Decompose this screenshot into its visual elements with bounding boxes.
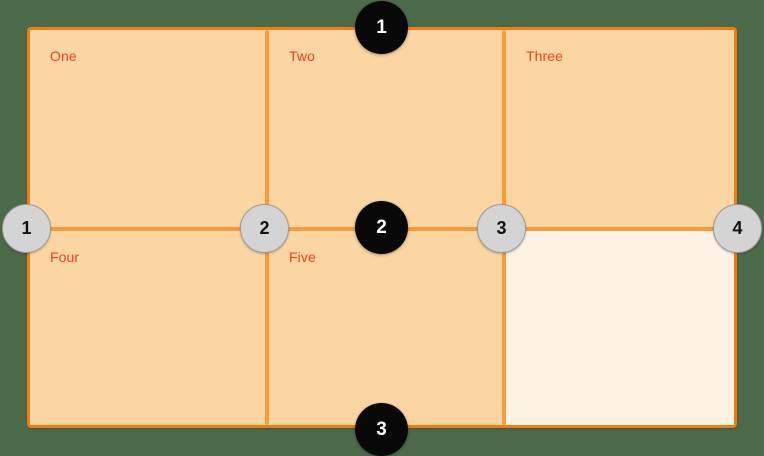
grid-cell-label-two: Two <box>289 48 315 64</box>
grid-cell-label-four: Four <box>50 249 80 265</box>
column-handle-1[interactable]: 1 <box>2 204 51 253</box>
column-handle-label-3: 3 <box>496 218 507 238</box>
column-handle-label-4: 4 <box>732 218 743 238</box>
column-handle-3[interactable]: 3 <box>477 204 526 253</box>
grid-cell-two[interactable]: Two <box>269 30 502 227</box>
column-handle-4[interactable]: 4 <box>713 204 762 253</box>
row-handle-label-2: 2 <box>376 216 387 238</box>
row-handle-2[interactable]: 2 <box>355 201 408 254</box>
grid-cell-three[interactable]: Three <box>506 30 734 227</box>
grid-cell-label-one: One <box>50 48 77 64</box>
grid-cell-five[interactable]: Five <box>269 231 502 425</box>
grid-cell-one[interactable]: One <box>30 30 265 227</box>
grid-cell-label-five: Five <box>289 249 316 265</box>
column-handle-label-2: 2 <box>259 218 270 238</box>
grid-cell-four[interactable]: Four <box>30 231 265 425</box>
grid-cell-empty[interactable] <box>506 231 734 425</box>
column-handle-2[interactable]: 2 <box>240 204 289 253</box>
grid-cell-label-three: Three <box>526 48 564 64</box>
row-handle-1[interactable]: 1 <box>355 1 408 54</box>
column-handle-label-1: 1 <box>21 218 32 238</box>
row-handle-3[interactable]: 3 <box>355 403 408 456</box>
row-handle-label-3: 3 <box>376 418 387 440</box>
grid-frame: One Two Three Four Five <box>27 27 737 428</box>
row-handle-label-1: 1 <box>376 16 387 38</box>
